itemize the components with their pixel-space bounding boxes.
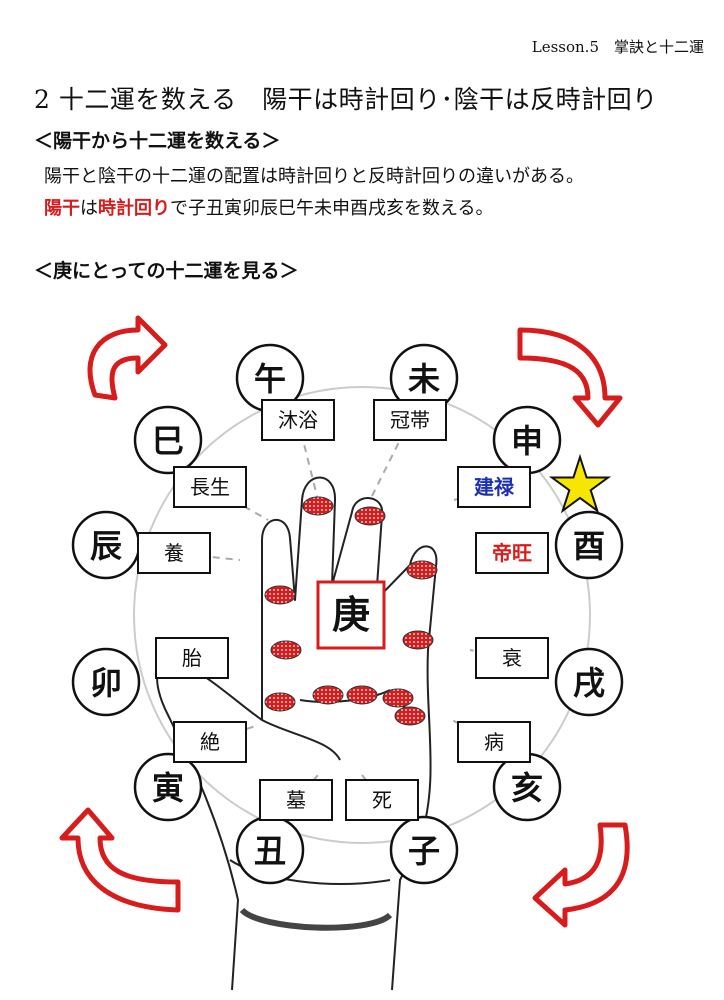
section-heading-yang: ＜陽干から十二運を数える＞	[34, 130, 281, 152]
branch-label: 巳	[152, 422, 184, 460]
stage-label: 冠帯	[390, 408, 430, 432]
stage-box	[137, 532, 211, 574]
stage-box	[261, 399, 335, 441]
stage-label: 死	[372, 788, 392, 812]
branch-label: 戌	[573, 664, 605, 702]
branch-label: 亥	[511, 769, 543, 807]
branch-circle	[133, 752, 203, 822]
stage-box	[173, 466, 247, 508]
stage-label: 衰	[502, 646, 522, 670]
stage-label: 帝旺	[492, 541, 532, 565]
stage-box	[155, 637, 229, 679]
section-heading-geng: ＜庚にとっての十二運を見る＞	[34, 260, 299, 282]
branch-label: 卯	[90, 664, 122, 702]
stage-label: 墓	[286, 788, 306, 812]
finger-joint-mark	[382, 688, 414, 708]
description-line-1: 陽干と陰干の十二運の配置は時計回りと反時計回りの違いがある。	[44, 166, 584, 187]
spoke-line	[173, 552, 241, 561]
clockwise-label: 時計回り	[98, 198, 170, 219]
stage-box	[373, 399, 447, 441]
arrow-top-right	[517, 327, 623, 428]
finger-joint-mark	[354, 506, 386, 526]
stage-label: 建禄	[474, 475, 515, 499]
stage-box	[457, 721, 531, 763]
arrow-bottom-left	[59, 807, 181, 913]
branch-label: 丑	[254, 832, 286, 870]
branch-label: 未	[408, 360, 440, 398]
finger-joints	[264, 496, 438, 726]
clockwise-arrows	[59, 315, 630, 928]
stage-label: 胎	[182, 646, 202, 670]
arrow-top-left	[87, 315, 168, 401]
branch-label: 申	[511, 422, 543, 460]
branch-label: 午	[254, 360, 286, 398]
stage-label: 長生	[190, 475, 230, 499]
branch-circle	[71, 647, 141, 717]
stage-box	[173, 721, 247, 763]
stage-label: 絶	[200, 730, 220, 754]
branch-circle	[389, 815, 459, 885]
finger-joint-mark	[264, 692, 296, 712]
branch-label: 酉	[573, 527, 605, 565]
yang-stem-label: 陽干	[44, 198, 80, 219]
branch-circle	[554, 510, 624, 580]
branch-label: 寅	[152, 769, 184, 807]
stage-label: 病	[484, 730, 504, 754]
finger-joint-mark	[394, 706, 426, 726]
stage-box	[457, 466, 531, 508]
branch-circle	[133, 405, 203, 475]
finger-joint-mark	[402, 630, 434, 650]
arrow-bottom-right	[532, 822, 630, 928]
stage-box	[345, 779, 419, 821]
center-stem-box	[316, 580, 386, 650]
center-stem-label: 庚	[332, 592, 370, 637]
finger-joint-mark	[302, 496, 334, 516]
stage-label: 養	[164, 541, 184, 565]
finger-joint-mark	[270, 640, 302, 660]
branch-circle	[554, 647, 624, 717]
stage-box	[475, 637, 549, 679]
finger-joint-mark	[312, 685, 344, 705]
branch-label: 辰	[90, 527, 122, 565]
stage-box	[475, 532, 549, 574]
page-title: 2 十二運を数える 陽干は時計回り･陰干は反時計回り	[34, 85, 658, 114]
lesson-header: Lesson.5 掌訣と十二運	[531, 38, 704, 56]
branch-label: 子	[408, 832, 440, 870]
counting-order-text: で子丑寅卯辰巳午未申酉戌亥を数える。	[170, 198, 494, 219]
particle-text: は	[80, 198, 98, 219]
finger-joint-mark	[346, 685, 378, 705]
finger-joint-mark	[406, 560, 438, 580]
stage-label: 沐浴	[278, 408, 318, 432]
star-icon	[548, 453, 612, 514]
description-line-2: 陽干は時計回りで子丑寅卯辰巳午未申酉戌亥を数える。	[44, 194, 493, 220]
finger-joint-mark	[264, 585, 296, 605]
stage-box	[259, 779, 333, 821]
spoke-line	[209, 724, 259, 743]
guide-circle	[133, 386, 591, 844]
spoke-line	[209, 486, 269, 521]
